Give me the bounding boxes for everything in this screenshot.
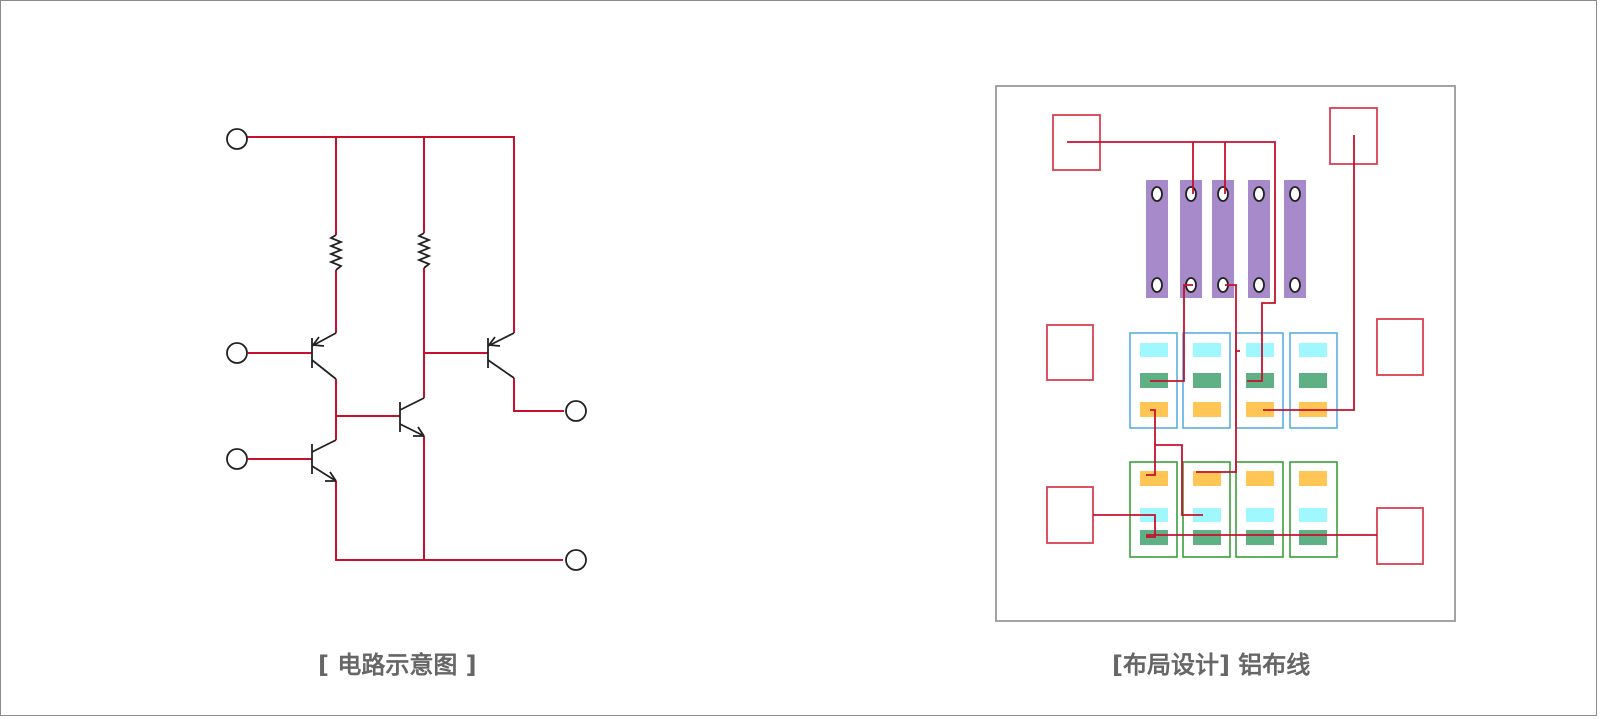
upper-regions	[1140, 343, 1327, 417]
transistor-array-upper	[1129, 332, 1338, 429]
transistor-q4	[487, 332, 515, 379]
wire-ground-rail	[335, 481, 563, 561]
resistor-strips	[1146, 180, 1306, 298]
terminal-input-b	[226, 448, 248, 470]
terminal-output	[565, 400, 587, 422]
pad-input-a	[1046, 324, 1094, 381]
lower-cell-2	[1182, 461, 1231, 558]
upper-cell-4	[1289, 332, 1338, 429]
al-wire-emitter-link	[1146, 445, 1156, 476]
wire-q1-emitter	[335, 379, 400, 417]
resistor-strip-3	[1212, 180, 1234, 298]
bond-pads	[1046, 107, 1424, 565]
pad-right-middle	[1376, 318, 1424, 376]
pad-ground	[1376, 507, 1424, 565]
wire-top-rail	[245, 136, 515, 333]
terminal-ground	[565, 549, 587, 571]
transistors	[311, 332, 515, 482]
resistor-strip-1	[1146, 180, 1168, 298]
lower-cell-3	[1235, 461, 1284, 558]
resistor-strip-5	[1284, 180, 1306, 298]
terminal-input-a	[226, 342, 248, 364]
resistor-strip-4	[1248, 180, 1270, 298]
resistor-r2	[416, 232, 432, 269]
aluminum-wiring	[1067, 135, 1377, 538]
resistor-r1	[328, 234, 344, 271]
al-wire-mid-left	[1150, 409, 1156, 445]
schematic-wires	[245, 136, 564, 561]
resistor-strip-2	[1180, 180, 1202, 298]
transistor-array-lower	[1129, 461, 1338, 558]
transistor-q1	[311, 332, 337, 380]
caption-layout-design: [布局设计] 铝布线	[1112, 651, 1311, 679]
al-wire-q3-link	[1196, 351, 1237, 473]
lower-cell-4	[1289, 461, 1338, 558]
al-wire-r3-bottom	[1225, 284, 1240, 352]
al-wire-output	[1263, 135, 1355, 411]
layout-design	[995, 85, 1456, 622]
resistors	[328, 232, 432, 271]
circuit-schematic	[226, 128, 587, 571]
wire-output	[513, 378, 564, 412]
lower-regions	[1140, 471, 1327, 545]
al-wire-r2-bottom	[1150, 284, 1193, 382]
al-wire-base-link	[1155, 444, 1203, 516]
al-wire-vcc-rail	[1067, 141, 1276, 382]
caption-circuit-diagram: [ 电路示意图 ]	[318, 651, 477, 679]
terminals	[226, 128, 587, 571]
transistor-q3	[399, 397, 425, 437]
lower-cell-1	[1129, 461, 1178, 558]
al-wire-input-b	[1093, 514, 1156, 538]
transistor-q2	[311, 439, 337, 482]
terminal-vcc	[226, 128, 248, 150]
